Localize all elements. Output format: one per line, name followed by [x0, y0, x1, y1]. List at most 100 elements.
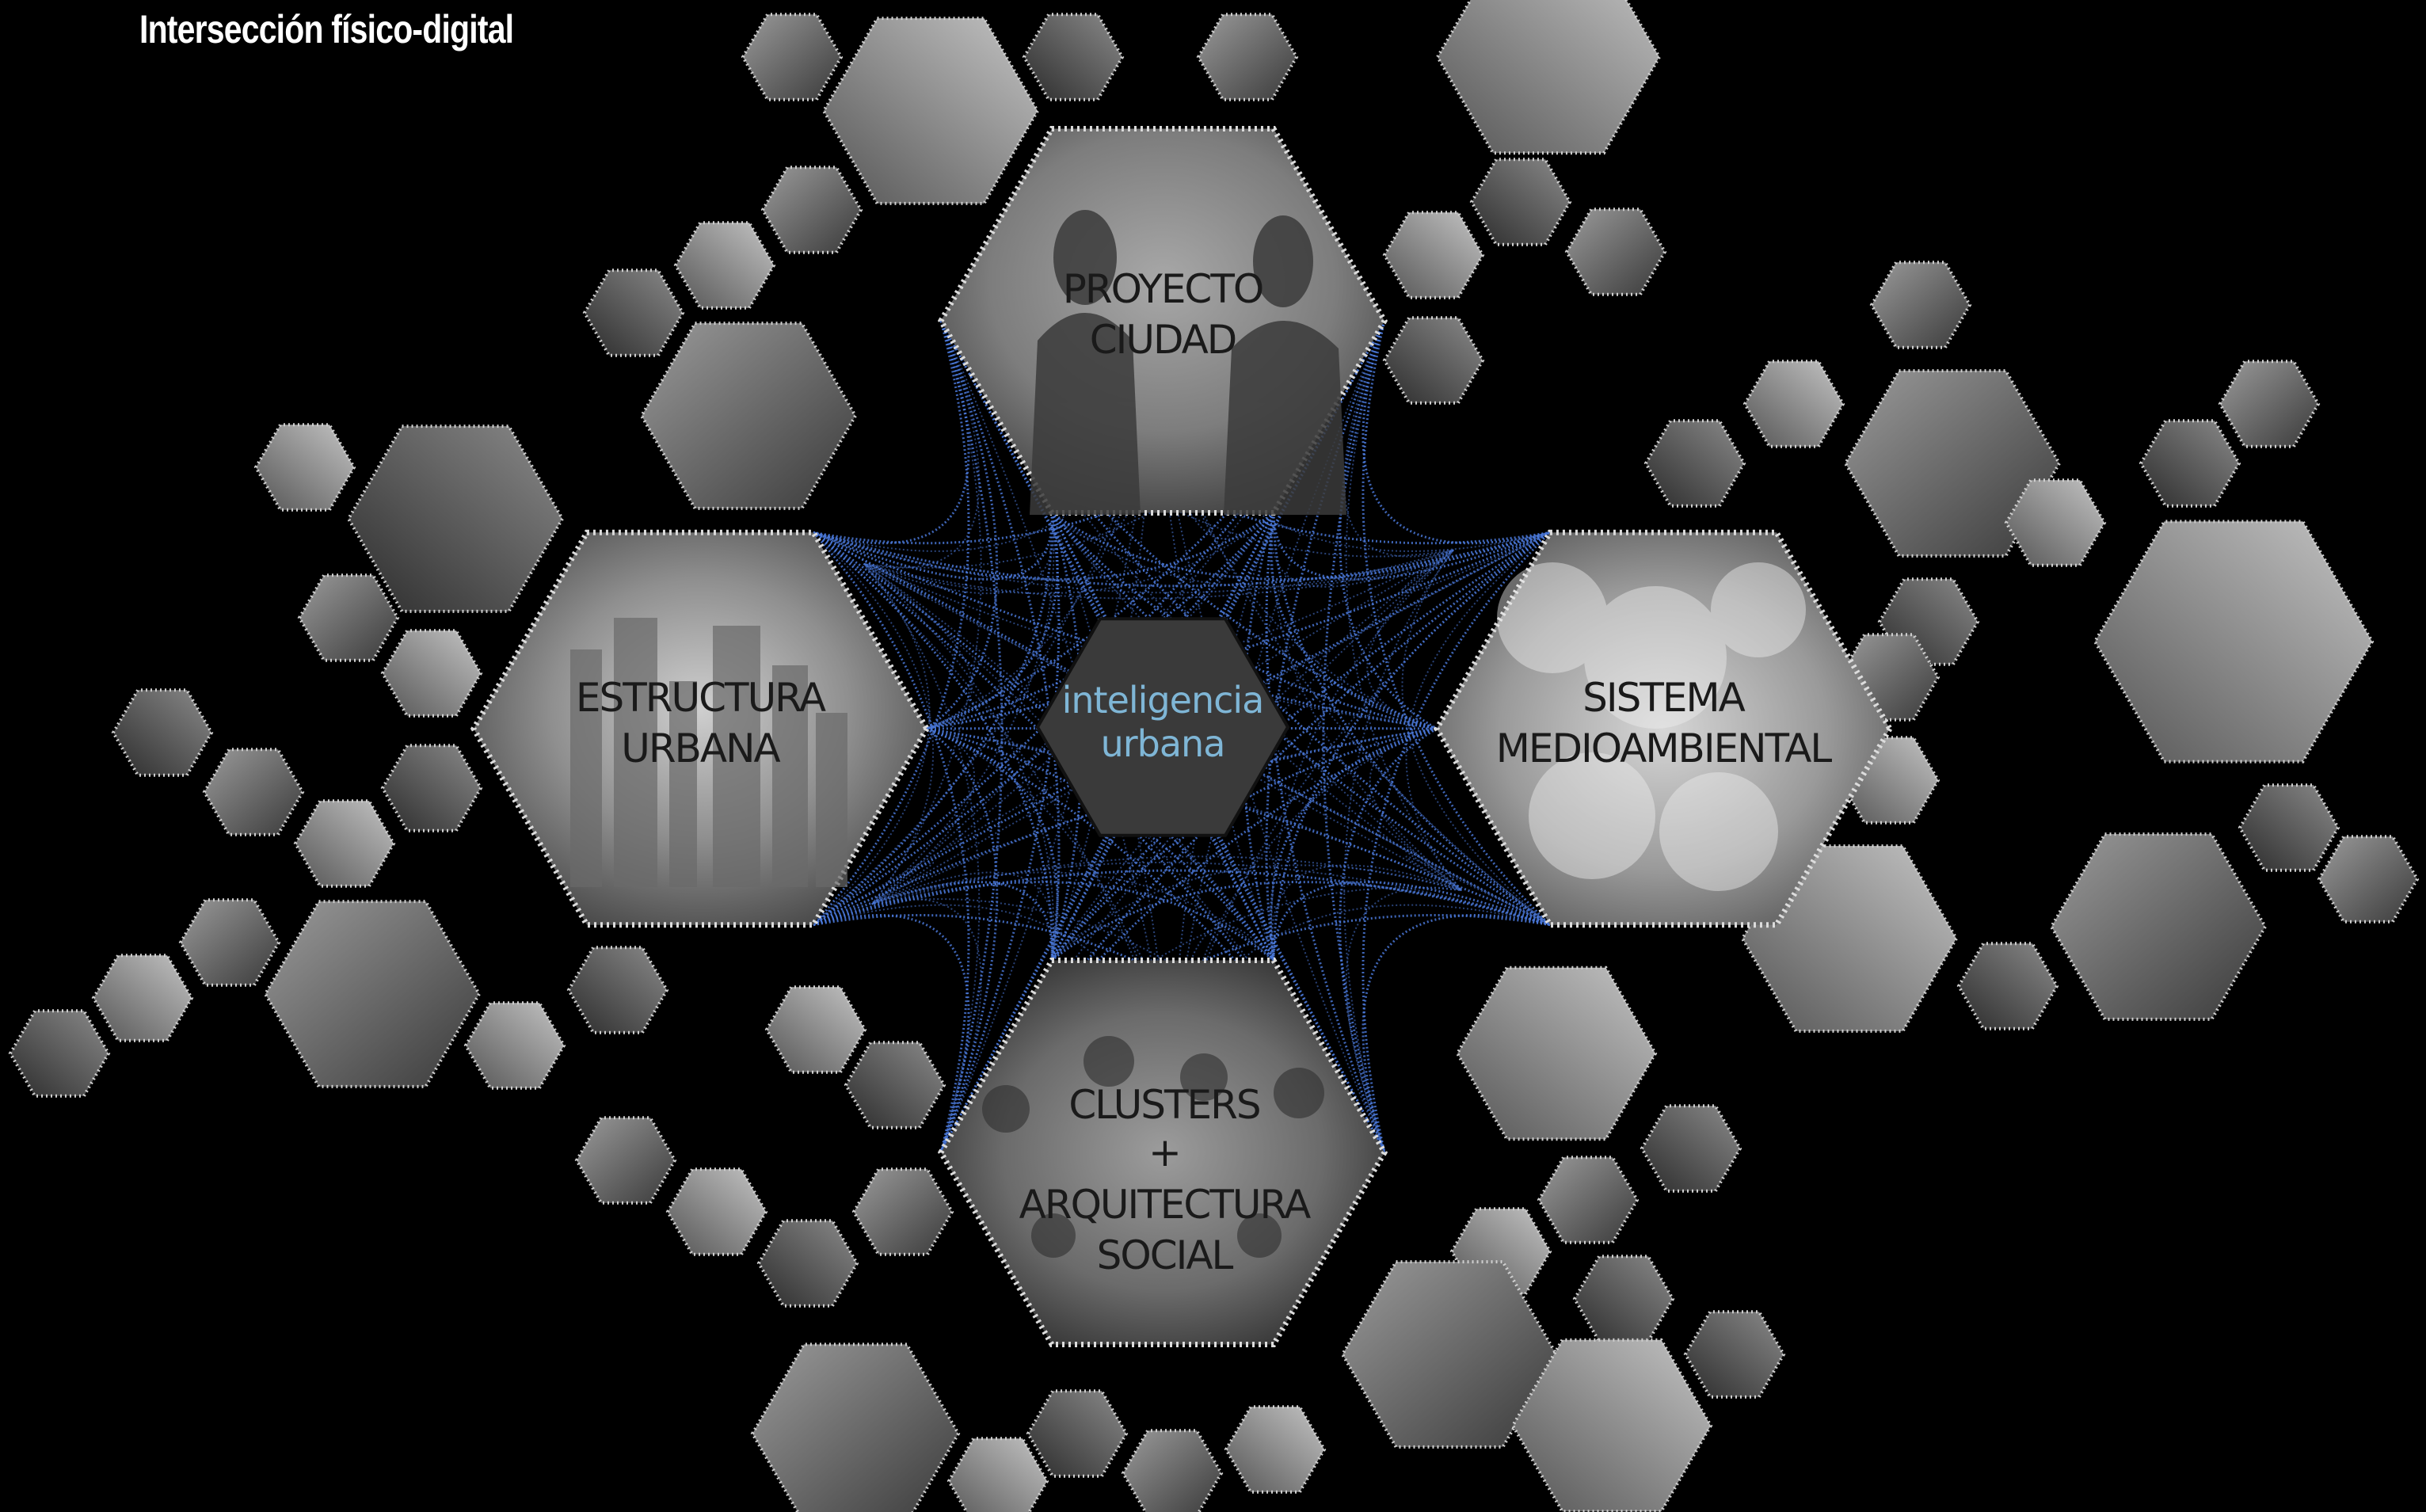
network-line [1405, 531, 1551, 891]
network-line [1051, 549, 1454, 962]
photo-hex-tile [178, 898, 281, 987]
network-line [1270, 512, 1438, 730]
skyline-icon [570, 618, 847, 887]
network-line [871, 862, 1551, 926]
network-line [939, 512, 1061, 1153]
photo-hex-tile [1121, 1429, 1224, 1512]
network-line [1345, 320, 1463, 891]
network-line [813, 531, 1462, 892]
network-line [1343, 320, 1454, 558]
network-line [1170, 531, 1551, 1068]
photo-hex-tile [263, 900, 482, 1088]
photo-hex-tile [582, 269, 685, 357]
clusters-line3: ARQUITECTURA [1019, 1182, 1312, 1228]
photo-hex-tile [1683, 1310, 1786, 1399]
photo-hex-tile [253, 423, 356, 512]
network-line [939, 320, 1004, 1153]
network-line [1362, 320, 1552, 926]
network-line [926, 549, 1454, 729]
network-line [1362, 531, 1552, 1153]
network-line [1272, 531, 1551, 961]
photo-hex-tile [566, 946, 669, 1034]
network-line [926, 727, 1386, 1153]
network-line [1050, 512, 1386, 1153]
network-line [813, 531, 1454, 594]
photo-hex-tile [2049, 832, 2268, 1021]
network-line [1051, 512, 1454, 588]
photo-hex-tile [1537, 1156, 1640, 1244]
photo-hex-tile [297, 573, 400, 662]
photo-hex-tile [760, 166, 863, 254]
photo-hex-tile [1469, 158, 1572, 246]
clusters-line1: CLUSTERS [1068, 1082, 1259, 1128]
network-line [813, 531, 934, 905]
node-proyecto-ciudad[interactable]: PROYECTO CIUDAD [937, 126, 1388, 516]
photo-hex-tile [380, 629, 483, 718]
network-line [1272, 512, 1551, 926]
photo-hex-tile [1022, 13, 1125, 101]
network-line [871, 728, 976, 905]
center-line1: inteligencia [1062, 679, 1264, 722]
network-line [871, 871, 1274, 962]
network-line [871, 531, 1551, 905]
photo-hex-tile [1196, 13, 1299, 101]
proyecto-ciudad-line2: CIUDAD [1090, 317, 1236, 363]
clusters-line2: + [1148, 1129, 1180, 1175]
photo-hex-tile [1564, 208, 1667, 296]
network-line [926, 512, 1275, 730]
photo-hex-tile [821, 17, 1040, 205]
network-line [926, 728, 1172, 1068]
photo-hex-tile [380, 744, 483, 832]
photo-hex-tile [673, 221, 776, 310]
photo-hex-tile [750, 1343, 961, 1512]
hex-photo-sistema-medioambiental [1433, 529, 1894, 928]
network-line [1153, 386, 1274, 540]
network-line [813, 549, 1454, 926]
photo-hex-tile [1455, 965, 1658, 1141]
photo-hex-tile [202, 748, 305, 836]
photo-hex-tile [1843, 369, 2062, 558]
network-line [939, 913, 1551, 1154]
photo-hex-tile [1026, 1389, 1129, 1478]
network-line [813, 855, 1462, 926]
hex-center [1035, 617, 1290, 837]
tree-canopy-icon [1497, 562, 1806, 891]
network-line [1366, 549, 1454, 729]
network-line [1270, 549, 1454, 961]
network-line [1271, 864, 1462, 961]
photo-hex-tile [1640, 1104, 1742, 1193]
network-line [1339, 727, 1438, 1153]
photo-hex-tile [1572, 1255, 1675, 1343]
network-line [813, 512, 1274, 581]
photo-hex-tile [2237, 783, 2340, 872]
network-line [1050, 512, 1275, 962]
network-line [1369, 728, 1462, 892]
network-line [813, 913, 970, 1153]
photo-hex-tile [2093, 520, 2375, 764]
photo-hex-tile [639, 322, 858, 510]
network-line [926, 320, 999, 730]
network-line [813, 319, 1386, 545]
network-line [1265, 320, 1386, 961]
network-line [1271, 512, 1463, 891]
network-line [813, 913, 1386, 1153]
photo-hex-tile [1643, 419, 1746, 508]
photo-hex-tile [1869, 261, 1972, 349]
network-line [813, 512, 1053, 581]
photo-hex-tile [2218, 360, 2321, 448]
node-sistema-medioambiental[interactable]: SISTEMA MEDIOAMBIENTAL [1433, 529, 1894, 928]
photo-hex-tile [764, 985, 867, 1074]
photo-hex-tile [1382, 211, 1485, 299]
network-line [1401, 549, 1551, 926]
network-line [1362, 914, 1551, 1153]
network-line [926, 531, 1551, 730]
node-estructura-urbana[interactable]: ESTRUCTURA URBANA [470, 529, 931, 928]
network-line [863, 512, 1274, 595]
node-clusters-arquitectura-social[interactable]: CLUSTERS + ARQUITECTURA SOCIAL [937, 958, 1388, 1347]
photo-hex-tile [1435, 0, 1662, 155]
sistema-medioambiental-line2: MEDIOAMBIENTAL [1496, 726, 1833, 771]
photo-hex-tile [8, 1009, 111, 1098]
node-inteligencia-urbana[interactable]: inteligencia urbana [1035, 617, 1290, 837]
network-line [813, 563, 931, 926]
photo-hex-tile [2317, 835, 2420, 924]
